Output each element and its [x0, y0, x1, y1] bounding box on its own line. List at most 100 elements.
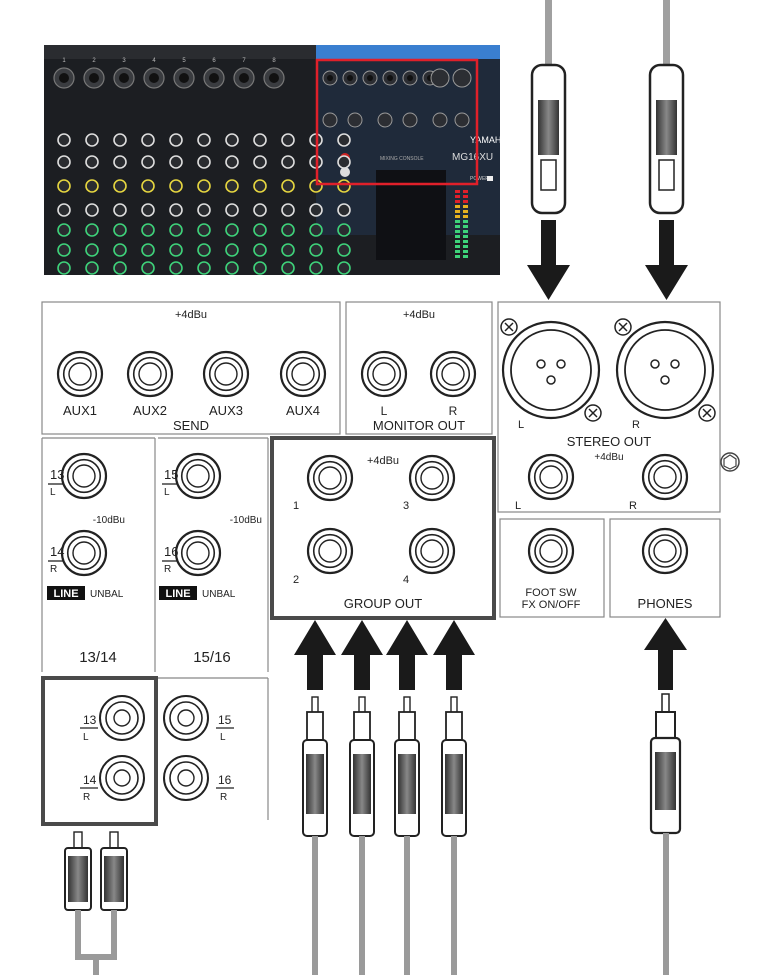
- send-panel: +4dBu AUX1 AUX2 AUX3 AUX4 SEND: [42, 302, 340, 434]
- ch1314-jack-13: [62, 454, 106, 498]
- mixer-brand: YAMAHA: [470, 135, 507, 145]
- mixer-subtitle: MIXING CONSOLE: [380, 156, 424, 162]
- group-out-panel: +4dBu 1324 GROUP OUT: [272, 438, 494, 618]
- send-title: SEND: [173, 418, 209, 433]
- monitor-out-label-l: L: [381, 404, 388, 418]
- stereo-xlr-label-l: L: [518, 419, 524, 431]
- ch1516-level: -10dBu: [230, 515, 262, 526]
- rca-plug-1: [65, 832, 91, 960]
- rca-jack-13: [100, 696, 144, 740]
- group-out-label-4: 4: [403, 574, 409, 586]
- aux-send-label-3: AUX3: [209, 403, 243, 418]
- group-out-label-2: 2: [293, 574, 299, 586]
- foot-switch-panel: FOOT SW FX ON/OFF: [500, 519, 604, 617]
- ch1314-num-13: 13: [50, 467, 64, 482]
- arrow-up-group-1: [294, 620, 336, 690]
- rca-side-16: R: [220, 792, 227, 803]
- screw-icon: [501, 319, 517, 335]
- mixer-blue-strip: [316, 45, 500, 59]
- foot-switch-jack: [529, 529, 573, 573]
- arrow-up-group-2: [341, 620, 383, 690]
- stereo-out-xlr-r: [615, 319, 715, 421]
- ch1516-jack-15: [176, 454, 220, 498]
- send-level: +4dBu: [175, 309, 207, 321]
- channel-13-14-panel: 13L 14R -10dBu LINE UNBAL 13/14: [42, 438, 155, 672]
- screw-icon: [699, 405, 715, 421]
- group-out-jack-4: [410, 529, 454, 573]
- fx-on-off-label: FX ON/OFF: [522, 599, 581, 611]
- aux-send-jack-4: [281, 352, 325, 396]
- monitor-out-jack-l: [362, 352, 406, 396]
- phone-plug-1: [303, 697, 327, 975]
- ch1314-side-13: L: [50, 487, 56, 498]
- arrow-down-stereo-l: [527, 220, 570, 300]
- ch1516-num-16: 16: [164, 544, 178, 559]
- ch1516-unbal: UNBAL: [202, 589, 236, 600]
- rca-num-16: 16: [218, 773, 232, 787]
- ch1314-title: 13/14: [79, 649, 117, 666]
- ch1314-jack-14: [62, 531, 106, 575]
- rca-jack-15: [164, 696, 208, 740]
- stereo-out-phone-jack-r: [643, 455, 687, 499]
- group-level: +4dBu: [367, 455, 399, 467]
- rca-side-15: L: [220, 732, 226, 743]
- rca-num-14: 14: [83, 773, 97, 787]
- rca-side-14: R: [83, 792, 90, 803]
- phone-plug-4: [442, 697, 466, 975]
- group-out-jack-2: [308, 529, 352, 573]
- aux-send-jack-3: [204, 352, 248, 396]
- phones-jack: [643, 529, 687, 573]
- rca-plug-2: [101, 832, 127, 960]
- monitor-title: MONITOR OUT: [373, 418, 465, 433]
- aux-send-label-1: AUX1: [63, 403, 97, 418]
- xlr-cable-right: [650, 0, 683, 213]
- rca-jack-14: [100, 756, 144, 800]
- stereo-out-xlr-l: [501, 319, 601, 421]
- rca-num-13: 13: [83, 713, 97, 727]
- foot-sw-label: FOOT SW: [525, 587, 577, 599]
- ch1314-num-14: 14: [50, 544, 64, 559]
- arrow-up-group-3: [386, 620, 428, 690]
- group-out-label-3: 3: [403, 500, 409, 512]
- screw-icon: [585, 405, 601, 421]
- stereo-out-phone-jack-l: [529, 455, 573, 499]
- ch1516-jack-16: [176, 531, 220, 575]
- monitor-out-label-r: R: [449, 404, 458, 418]
- ch1314-side-14: R: [50, 564, 57, 575]
- arrow-up-group-4: [433, 620, 475, 690]
- rca-num-15: 15: [218, 713, 232, 727]
- aux-send-jack-2: [128, 352, 172, 396]
- group-out-jack-3: [410, 456, 454, 500]
- stereo-phone-label-l: L: [515, 500, 521, 512]
- ch1516-title: 15/16: [193, 649, 231, 666]
- phones-plug: [651, 694, 680, 975]
- aux-send-label-2: AUX2: [133, 403, 167, 418]
- monitor-out-jack-r: [431, 352, 475, 396]
- ground-screw-icon: [721, 453, 739, 471]
- screw-icon: [615, 319, 631, 335]
- ch1314-level: -10dBu: [93, 515, 125, 526]
- group-out-jack-1: [308, 456, 352, 500]
- rca-jack-16: [164, 756, 208, 800]
- aux-send-jack-1: [58, 352, 102, 396]
- rca-plugs: [65, 832, 127, 975]
- ch1516-line-badge: LINE: [165, 588, 190, 600]
- stereo-xlr-label-r: R: [632, 419, 640, 431]
- group-out-arrows: [294, 620, 475, 690]
- mixer-power-label: POWER: [470, 176, 489, 182]
- ch1314-unbal: UNBAL: [90, 589, 124, 600]
- aux-send-label-4: AUX4: [286, 403, 320, 418]
- ch1516-side-15: L: [164, 487, 170, 498]
- phone-plug-3: [395, 697, 419, 975]
- xlr-cable-left: [532, 0, 565, 213]
- phone-plug-2: [350, 697, 374, 975]
- arrow-down-stereo-r: [645, 220, 688, 300]
- mixer-model: MG16XU: [452, 152, 493, 163]
- ch1314-line-badge: LINE: [53, 588, 78, 600]
